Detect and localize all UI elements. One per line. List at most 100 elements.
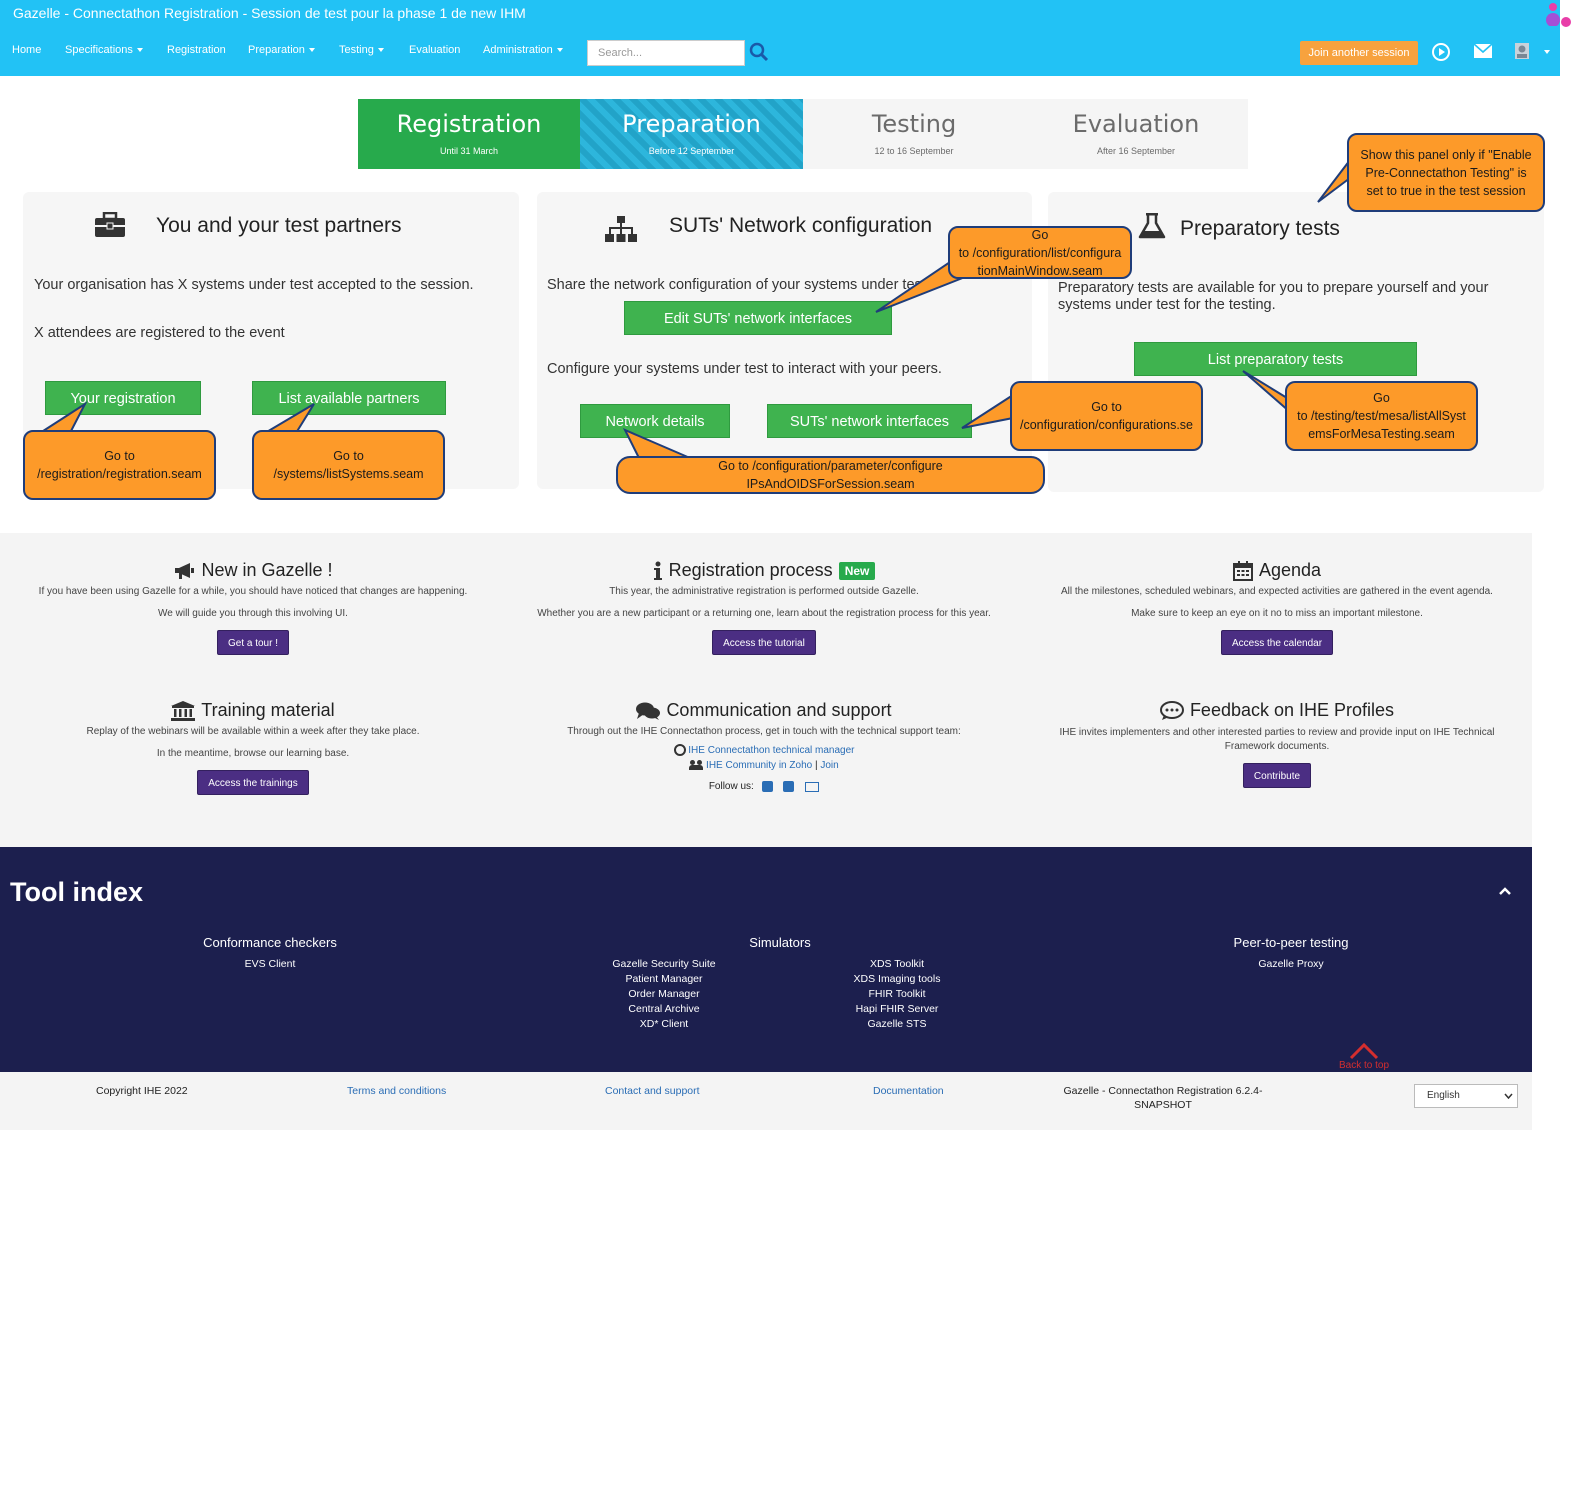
step-subtitle: Until 31 March — [439, 146, 499, 156]
nav-administration[interactable]: Administration — [483, 44, 563, 56]
step-evaluation[interactable]: Evaluation After 16 September — [1025, 99, 1247, 169]
nav-testing[interactable]: Testing — [339, 44, 384, 56]
search-icon[interactable] — [749, 42, 769, 62]
peer-to-peer-heading: Peer-to-peer testing — [1233, 935, 1349, 950]
tool-link[interactable]: Central Archive — [628, 1003, 700, 1015]
edit-suts-network-interfaces-button[interactable]: Edit SUTs' network interfaces — [624, 301, 892, 335]
info-text: This year, the administrative registrati… — [609, 586, 919, 597]
info-text: Framework documents. — [1224, 741, 1330, 752]
footer: Copyright IHE 2022 Terms and conditions … — [0, 1072, 1532, 1130]
back-to-top-link[interactable]: Back to top — [1332, 1042, 1396, 1071]
caret-down-icon — [556, 48, 563, 53]
callout-parameter: Go to /configuration/parameter/configure… — [616, 456, 1045, 494]
attendees-count-text: X attendees are registered to the event — [34, 325, 285, 341]
caret-down-icon[interactable] — [1544, 50, 1550, 54]
list-available-partners-button[interactable]: List available partners — [252, 381, 446, 415]
tool-link[interactable]: FHIR Toolkit — [868, 988, 926, 1000]
conformance-checkers-heading: Conformance checkers — [203, 935, 337, 950]
get-a-tour-button[interactable]: Get a tour ! — [216, 630, 290, 655]
access-the-calendar-button[interactable]: Access the calendar — [1220, 630, 1334, 655]
suts-network-interfaces-button[interactable]: SUTs' network interfaces — [767, 404, 972, 438]
step-title: Evaluation — [1072, 110, 1200, 138]
users-icon — [689, 760, 704, 771]
linkedin-icon[interactable] — [761, 781, 773, 792]
communication-support-title: Communication and support — [666, 700, 892, 720]
envelope-icon[interactable] — [1473, 42, 1493, 60]
tool-link[interactable]: XDS Toolkit — [869, 958, 925, 970]
nav-preparation[interactable]: Preparation — [248, 44, 315, 56]
your-registration-button[interactable]: Your registration — [45, 381, 201, 415]
terms-link[interactable]: Terms and conditions — [347, 1085, 447, 1097]
session-steps: Registration Until 31 March Preparation … — [358, 99, 1248, 169]
nav-evaluation[interactable]: Evaluation — [409, 44, 461, 56]
tool-link[interactable]: XD* Client — [639, 1018, 689, 1030]
join-link[interactable]: Join — [820, 760, 839, 771]
agenda-block: Agenda All the milestones, scheduled web… — [1022, 560, 1532, 655]
tool-index-section: Tool index Conformance checkers EVS Clie… — [0, 847, 1532, 1072]
step-registration[interactable]: Registration Until 31 March — [358, 99, 580, 169]
info-icon — [653, 561, 662, 580]
window-title: Gazelle - Connectathon Registration - Se… — [13, 5, 526, 21]
tool-link[interactable]: Hapi FHIR Server — [855, 1003, 939, 1015]
info-text: Replay of the webinars will be available… — [86, 726, 420, 737]
join-another-session-button[interactable]: Join another session — [1300, 41, 1418, 65]
caret-down-icon — [136, 48, 143, 53]
caret-down-icon — [308, 48, 315, 53]
access-the-trainings-button[interactable]: Access the trainings — [197, 770, 309, 795]
tool-link[interactable]: EVS Client — [244, 958, 296, 970]
tool-link[interactable]: Gazelle Security Suite — [612, 958, 716, 970]
list-preparatory-tests-button[interactable]: List preparatory tests — [1134, 342, 1417, 376]
follow-us-row: Follow us: — [506, 781, 1022, 792]
tool-link[interactable]: XDS Imaging tools — [853, 973, 941, 985]
partners-title: You and your test partners — [156, 214, 402, 237]
tool-link[interactable]: Order Manager — [628, 988, 700, 1000]
info-section: New in Gazelle ! If you have been using … — [0, 533, 1532, 847]
ihe-community-link[interactable]: IHE Community in Zoho — [706, 760, 813, 771]
twitter-icon[interactable] — [783, 781, 795, 792]
step-title: Registration — [396, 110, 542, 138]
simulators-list-col2: XDS Toolkit XDS Imaging tools FHIR Toolk… — [817, 957, 977, 1032]
info-text: IHE invites implementers and other inter… — [1059, 727, 1495, 738]
step-subtitle: After 16 September — [1096, 146, 1176, 156]
flask-icon — [1138, 213, 1166, 239]
life-ring-icon — [673, 744, 686, 757]
technical-manager-link[interactable]: IHE Connectathon technical manager — [688, 745, 855, 756]
search-input[interactable]: Search... — [587, 40, 745, 66]
info-text: Through out the IHE Connectathon process… — [567, 726, 961, 737]
tool-link[interactable]: Gazelle STS — [867, 1018, 927, 1030]
newsletter-icon[interactable] — [805, 781, 820, 792]
documentation-link[interactable]: Documentation — [873, 1085, 944, 1097]
language-select[interactable]: English — [1414, 1084, 1518, 1108]
share-network-text: Share the network configuration of your … — [547, 277, 926, 293]
window-title-bar: Gazelle - Connectathon Registration - Se… — [0, 0, 1560, 26]
step-preparation[interactable]: Preparation Before 12 September — [580, 99, 803, 169]
systems-count-text: Your organisation has X systems under te… — [34, 277, 474, 293]
simulators-heading: Simulators — [749, 935, 811, 950]
tool-index-title: Tool index — [10, 877, 143, 907]
new-in-gazelle-block: New in Gazelle ! If you have been using … — [0, 560, 506, 655]
nav-registration[interactable]: Registration — [167, 44, 226, 56]
gazelle-logo[interactable] — [1546, 3, 1576, 31]
conformance-checkers-list: EVS Client — [170, 957, 370, 972]
new-in-gazelle-title: New in Gazelle ! — [201, 560, 333, 580]
contribute-button[interactable]: Contribute — [1242, 763, 1312, 788]
tool-link[interactable]: Patient Manager — [625, 973, 703, 985]
access-the-tutorial-button[interactable]: Access the tutorial — [712, 630, 816, 655]
user-avatar-icon[interactable] — [1514, 42, 1530, 60]
chevron-down-icon — [1504, 1093, 1513, 1099]
info-text: In the meantime, browse our learning bas… — [156, 748, 350, 759]
tool-link[interactable]: Gazelle Proxy — [1258, 958, 1324, 970]
info-text: Make sure to keep an eye on it no to mis… — [1131, 608, 1423, 619]
nav-specifications[interactable]: Specifications — [65, 44, 143, 56]
chevron-up-icon[interactable] — [1498, 886, 1512, 896]
step-testing[interactable]: Testing 12 to 16 September — [803, 99, 1025, 169]
callout-configurations: Go to/configuration/configurations.se — [1010, 381, 1203, 451]
network-details-button[interactable]: Network details — [580, 404, 730, 438]
play-circle-icon[interactable] — [1431, 42, 1451, 62]
feedback-block: Feedback on IHE Profiles IHE invites imp… — [1022, 700, 1532, 788]
contact-link[interactable]: Contact and support — [605, 1085, 700, 1097]
nav-home[interactable]: Home — [12, 44, 42, 56]
link-separator: | — [814, 760, 818, 771]
